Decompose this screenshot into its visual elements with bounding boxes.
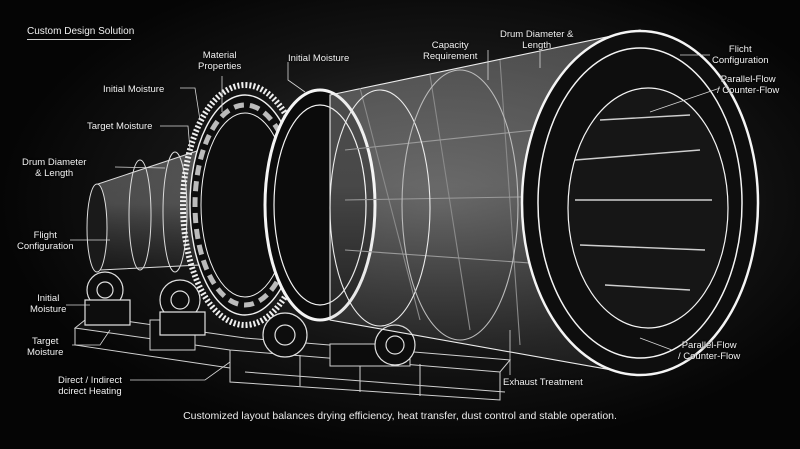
diagram-caption: Customized layout balances drying effici… [183,410,617,422]
label-parallel-flow-top: Parallel-Flow/ Counter-Flow [717,74,780,96]
label-target-moisture-left: Target Moisture [87,121,153,132]
label-initial-moisture-top: Initial Moisture [288,53,350,64]
title-underline [27,39,131,40]
support-rollers [84,271,416,366]
label-initial-moisture-left: Initial Moisture [103,84,165,95]
diagram-title: Custom Design Solution [27,26,135,37]
label-parallel-flow-bottom: Parallel-Flow/ Counter-Flow [678,340,741,362]
label-exhaust-treatment: Exhaust Treatment [503,377,583,388]
drum-mouth [520,29,760,377]
leader-lines [66,50,721,381]
label-drum-diameter-top: Drum Diameter &Length [500,29,574,51]
drum-tail-section [86,149,201,273]
label-drum-diameter-left: Drum Diameter& Length [22,157,87,179]
